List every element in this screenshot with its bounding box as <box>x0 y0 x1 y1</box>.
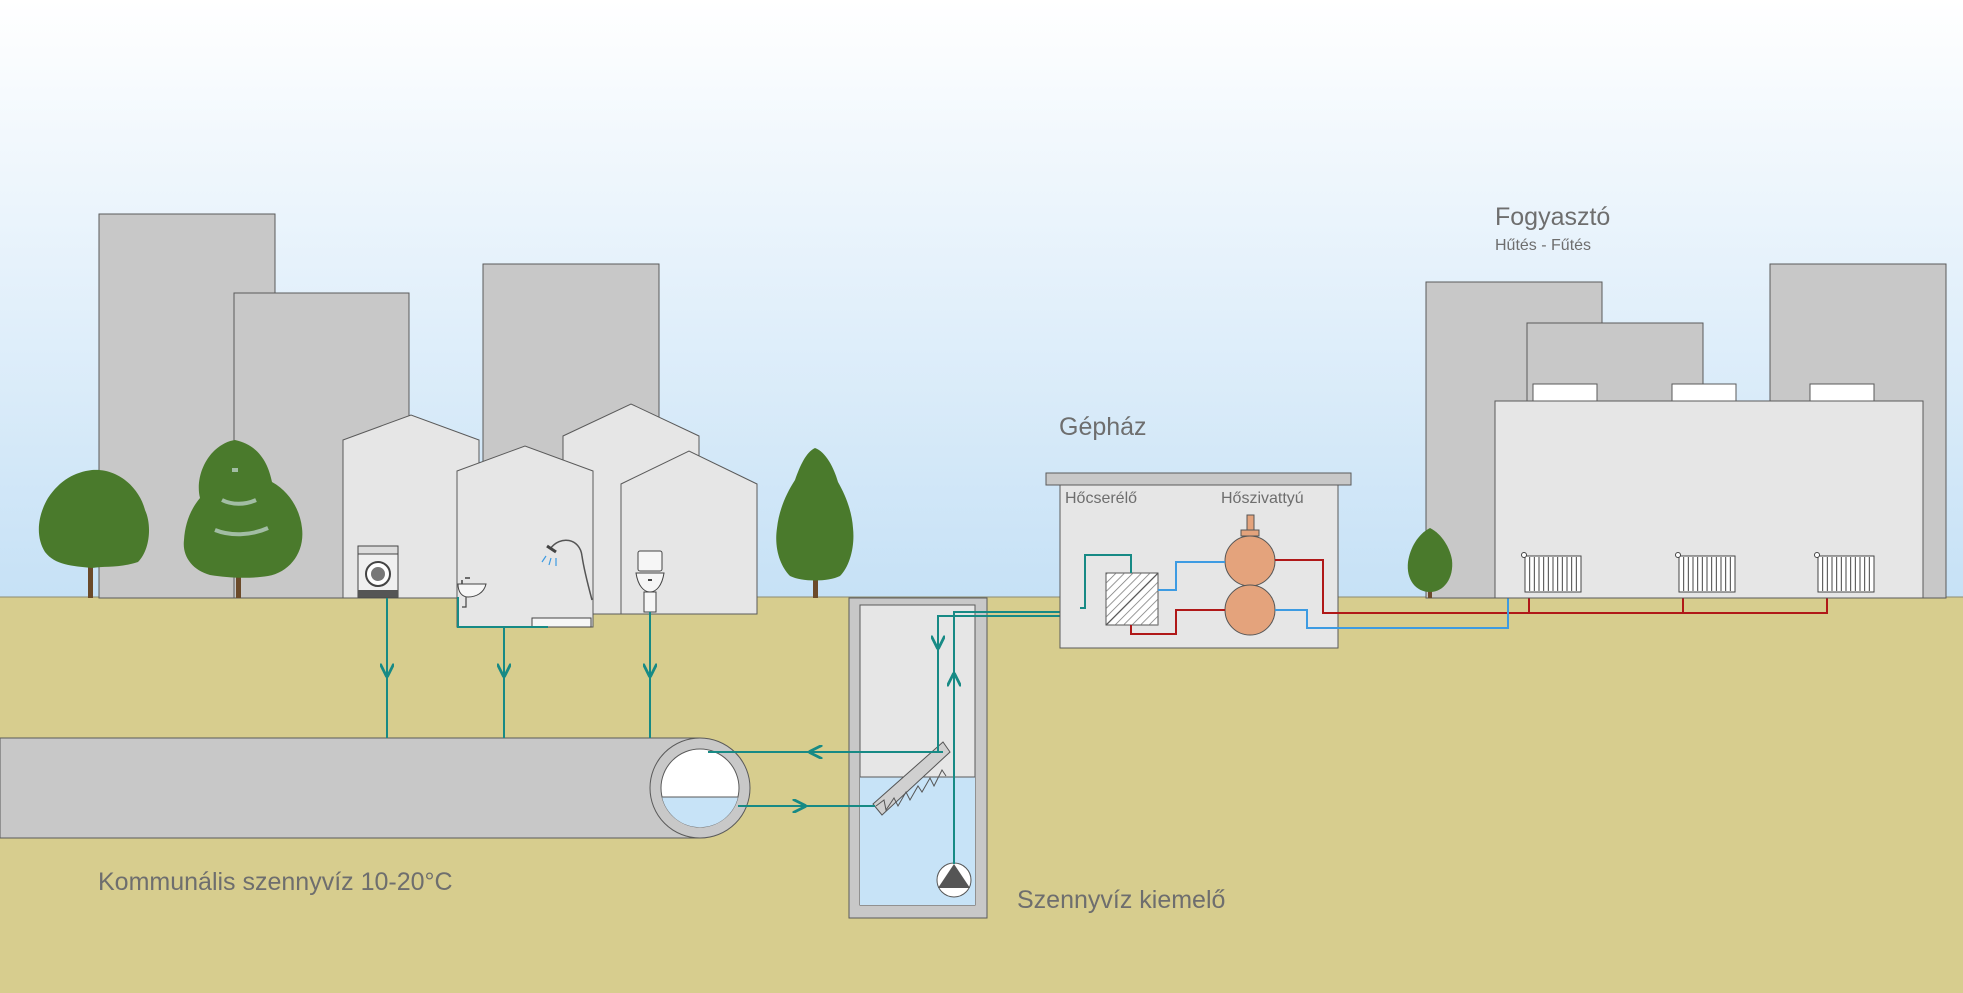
sewer-pipe <box>0 737 751 839</box>
radiator-icon <box>1521 552 1582 593</box>
house-4 <box>620 450 758 615</box>
tree-4 <box>1407 528 1453 598</box>
heat-exchanger-label: Hőcserélő <box>1065 490 1138 507</box>
tree-1 <box>38 469 150 598</box>
sewage-lift-shaft <box>848 597 988 919</box>
toilet-icon <box>635 550 665 613</box>
washing-machine-icon <box>357 545 399 598</box>
heat-pump-label: Hőszivattyú <box>1221 490 1304 507</box>
heat-exchanger <box>1105 572 1159 626</box>
sewer-label: Kommunális szennyvíz 10-20°C <box>98 868 453 896</box>
house-2 <box>456 445 594 628</box>
sink-icon <box>457 577 487 608</box>
radiator-icon <box>1675 552 1736 593</box>
consumer-subtitle: Hűtés - Fűtés <box>1495 237 1592 254</box>
shower-icon <box>531 539 593 628</box>
pump-icon <box>936 862 972 898</box>
houses <box>342 403 758 628</box>
radiator-icon <box>1814 552 1875 593</box>
filter-screen-icon <box>872 741 951 816</box>
tree-2 <box>183 440 303 598</box>
tree-3 <box>776 448 854 598</box>
machine-room-label: Gépház <box>1059 413 1147 441</box>
sewage-lift-label: Szennyvíz kiemelő <box>1017 886 1226 914</box>
consumer-title: Fogyasztó <box>1495 203 1611 231</box>
drain-lines <box>387 597 650 738</box>
radiators <box>1521 552 1875 593</box>
